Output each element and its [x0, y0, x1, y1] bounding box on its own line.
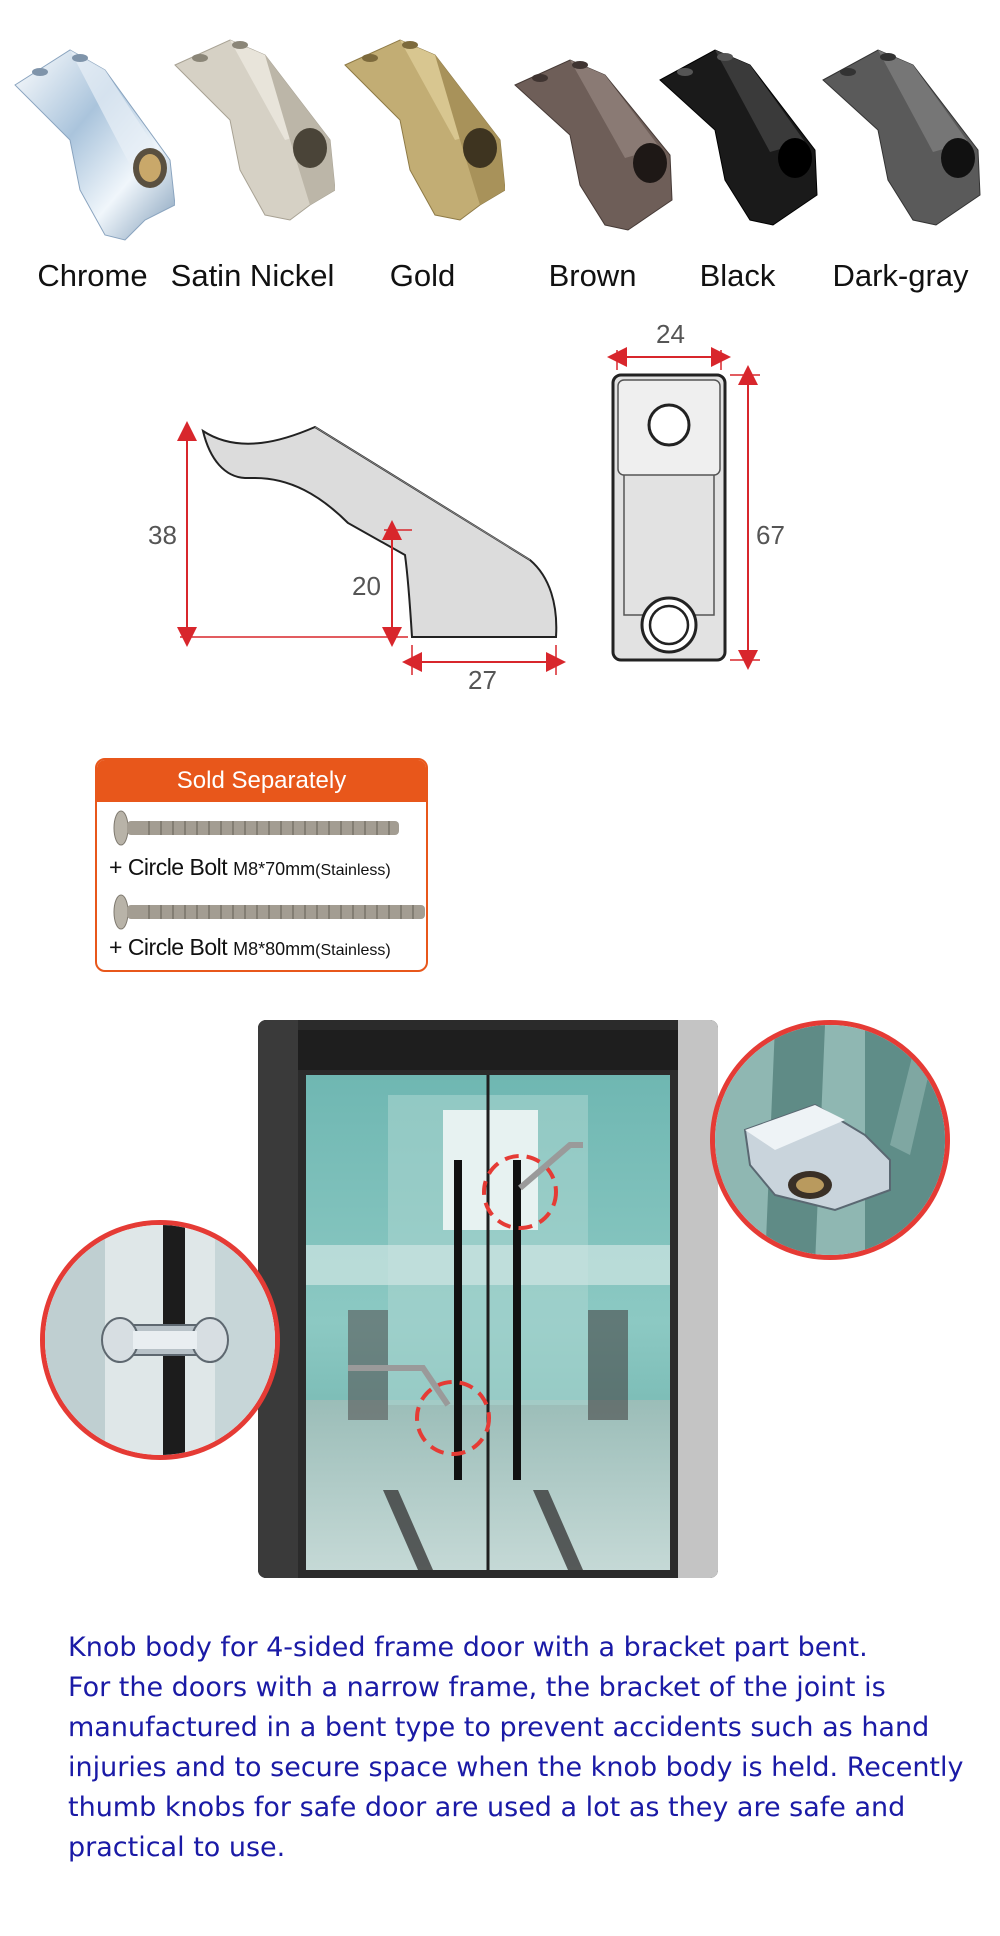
finish-label: Black	[699, 258, 776, 293]
description-line: injuries and to secure space when the kn…	[68, 1752, 964, 1783]
finish-label: Brown	[548, 258, 637, 293]
front-view-drawing	[611, 373, 727, 662]
bolt-70-name: + Circle Bolt	[109, 854, 228, 880]
bracket-chrome-image	[14, 49, 175, 241]
zoom-callout-upper-bracket	[710, 1020, 950, 1260]
bolt-80-spec: M8*80mm	[233, 939, 316, 959]
bolt-70-spec: M8*70mm	[233, 859, 316, 879]
dimension-length-label: 67	[756, 520, 785, 550]
finish-label: Dark-gray	[832, 258, 969, 293]
bracket-gold-image	[344, 39, 505, 221]
finish-swatch-chrome: Chrome	[10, 30, 175, 293]
bolt-70-image	[113, 810, 399, 846]
side-view-drawing	[201, 425, 558, 638]
description-line: For the doors with a narrow frame, the b…	[68, 1672, 886, 1703]
finish-swatches: Chrome Satin Nickel Gold	[10, 30, 995, 293]
zoom-lower-knob-image	[45, 1225, 275, 1455]
dimension-drawings: 38 20 27 24 67	[0, 315, 1000, 715]
bolt-80-note: (Stainless)	[315, 942, 391, 959]
description-line: practical to use.	[68, 1832, 286, 1863]
description-line: Knob body for 4-sided frame door with a …	[68, 1632, 868, 1663]
bolt-80-image	[113, 894, 425, 930]
glass-door-illustration	[258, 1020, 718, 1578]
dimension-height-lower-label: 20	[352, 571, 381, 601]
finish-label: Chrome	[37, 258, 148, 293]
finish-swatch-black: Black	[655, 30, 820, 293]
dimension-drawing-svg	[177, 347, 760, 675]
door-installation-photo	[258, 1020, 718, 1578]
dimension-base-width-label: 27	[468, 665, 497, 695]
product-description: Knob body for 4-sided frame door with a …	[68, 1628, 978, 1868]
bracket-brown-image	[514, 59, 673, 231]
bolt-70-note: (Stainless)	[315, 862, 391, 879]
finish-swatch-brown: Brown	[510, 30, 675, 293]
zoom-callout-lower-knob	[40, 1220, 280, 1460]
sold-separately-title: Sold Separately	[97, 760, 426, 802]
finish-swatch-gold: Gold	[340, 30, 505, 293]
finish-swatch-satin-nickel: Satin Nickel	[170, 30, 335, 293]
dimension-top-width-label: 24	[656, 319, 685, 349]
finish-label: Satin Nickel	[170, 258, 335, 293]
description-line: manufactured in a bent type to prevent a…	[68, 1712, 930, 1743]
bolt-80-name: + Circle Bolt	[109, 934, 228, 960]
finish-swatch-dark-gray: Dark-gray	[818, 30, 983, 293]
finish-label: Gold	[389, 258, 456, 293]
zoom-upper-bracket-image	[715, 1025, 945, 1255]
description-line: thumb knobs for safe door are used a lot…	[68, 1792, 906, 1823]
bracket-dark-gray-image	[822, 49, 981, 226]
dimension-height-total-label: 38	[148, 520, 177, 550]
bracket-satin-nickel-image	[174, 39, 335, 221]
bracket-black-image	[659, 49, 818, 226]
